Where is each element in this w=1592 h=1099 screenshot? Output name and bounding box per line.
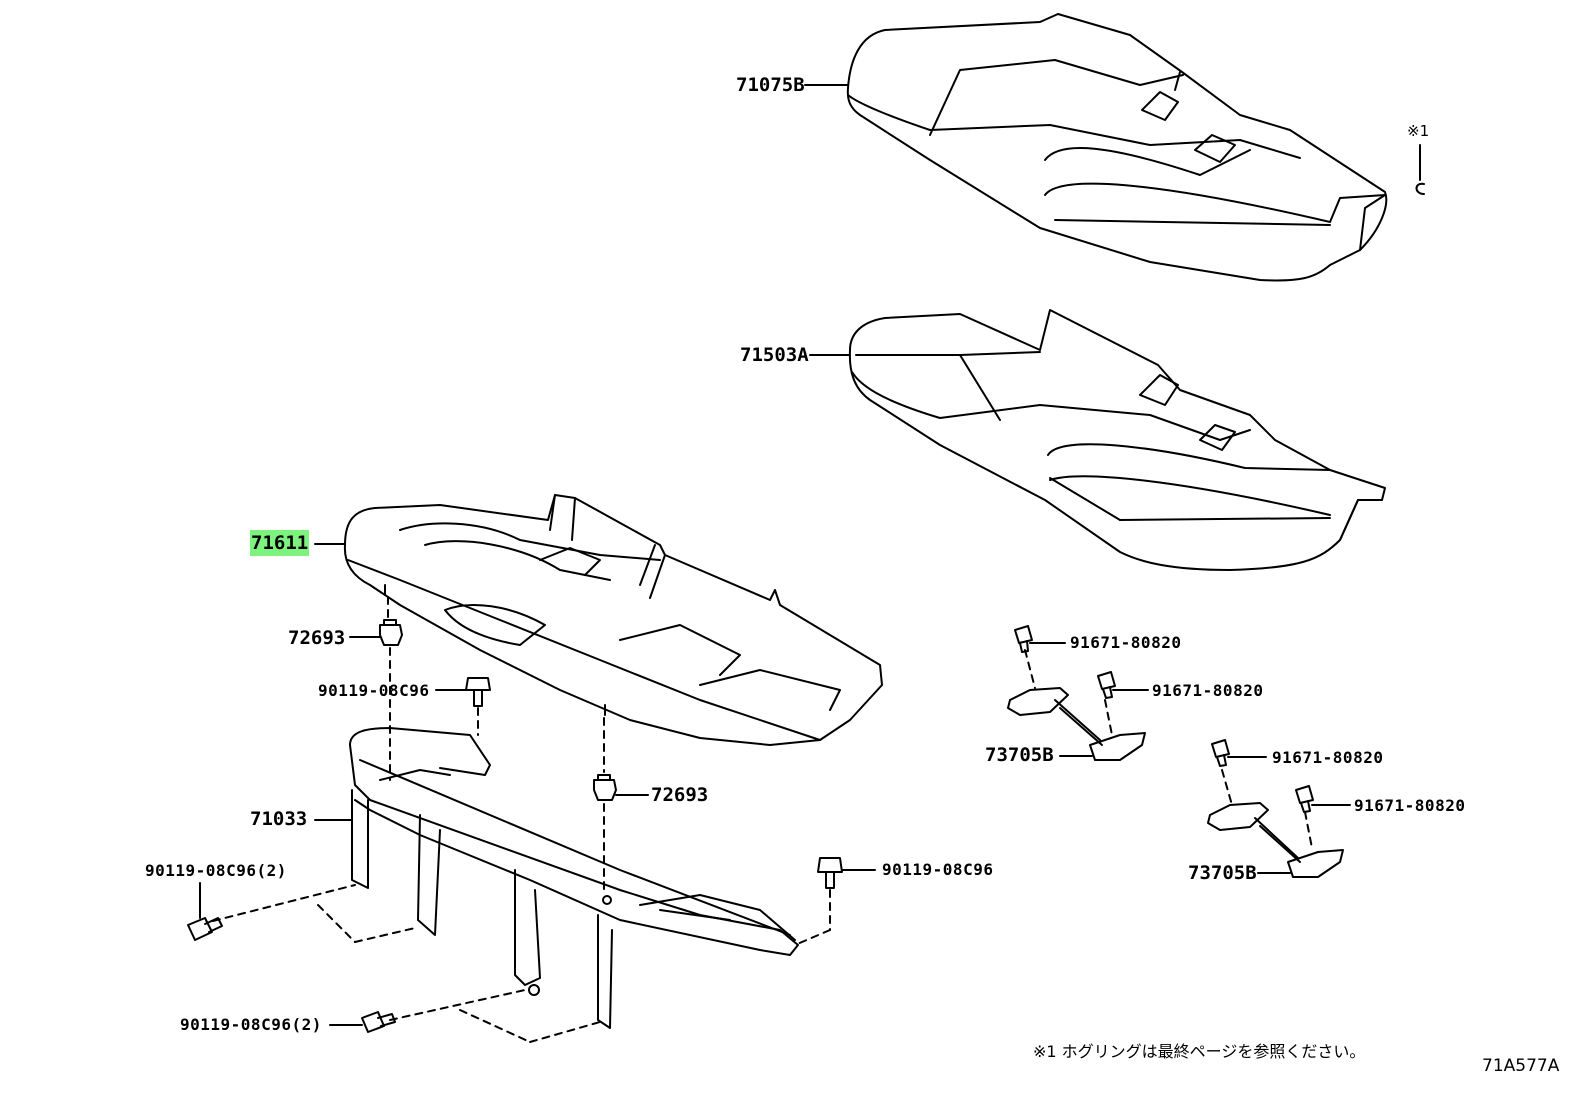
label-screw-b1[interactable]: 91671-80820	[1272, 748, 1384, 767]
label-bolt-left-upper[interactable]: 90119-08C96(2)	[145, 861, 287, 880]
screw-a2-drawing	[1097, 671, 1116, 699]
hog-ring-icon	[1415, 144, 1425, 195]
upper-frame-drawing	[343, 494, 883, 746]
lower-frame-drawing	[349, 727, 799, 1029]
label-bolt-right[interactable]: 90119-08C96	[882, 860, 994, 879]
label-seat-frame-lower[interactable]: 71033	[250, 808, 308, 830]
label-screw-a2[interactable]: 91671-80820	[1152, 681, 1264, 700]
label-bolt-left-lower[interactable]: 90119-08C96(2)	[180, 1015, 322, 1034]
clip-center-drawing	[593, 774, 617, 801]
label-seat-cover[interactable]: 71075B	[736, 74, 805, 96]
clip-left-drawing	[379, 619, 403, 646]
label-screw-a1[interactable]: 91671-80820	[1070, 633, 1182, 652]
screw-b1-drawing	[1211, 739, 1230, 767]
bolt-mid-drawing	[465, 677, 491, 707]
label-hook-b[interactable]: 73705B	[1188, 862, 1257, 884]
label-clip-center[interactable]: 72693	[651, 784, 709, 806]
bolt-left-upper-drawing	[187, 917, 223, 941]
label-hook-a[interactable]: 73705B	[985, 744, 1054, 766]
label-screw-b2[interactable]: 91671-80820	[1354, 796, 1466, 815]
note-marker: ※1	[1407, 122, 1430, 140]
dashed-guides	[212, 596, 1313, 1043]
label-seat-pad[interactable]: 71503A	[740, 344, 809, 366]
bolt-left-lower-drawing	[361, 1011, 396, 1033]
label-bolt-mid[interactable]: 90119-08C96	[318, 681, 430, 700]
bolt-right-drawing	[817, 857, 843, 889]
hook-b-drawing	[1207, 802, 1344, 878]
hook-a-drawing	[1007, 687, 1146, 761]
screw-a1-drawing	[1014, 625, 1033, 653]
footnote: ※1 ホグリングは最終ページを参照ください。	[1033, 1042, 1366, 1061]
seat-cover-drawing	[846, 13, 1388, 282]
label-clip-left[interactable]: 72693	[288, 627, 346, 649]
seat-pad-drawing	[848, 309, 1386, 571]
label-seat-frame-upper[interactable]: 71611	[250, 530, 310, 556]
diagram-id: 71A577A	[1482, 1056, 1560, 1076]
label-seat-frame-upper-text: 71611	[250, 530, 310, 556]
screw-b2-drawing	[1295, 785, 1314, 813]
